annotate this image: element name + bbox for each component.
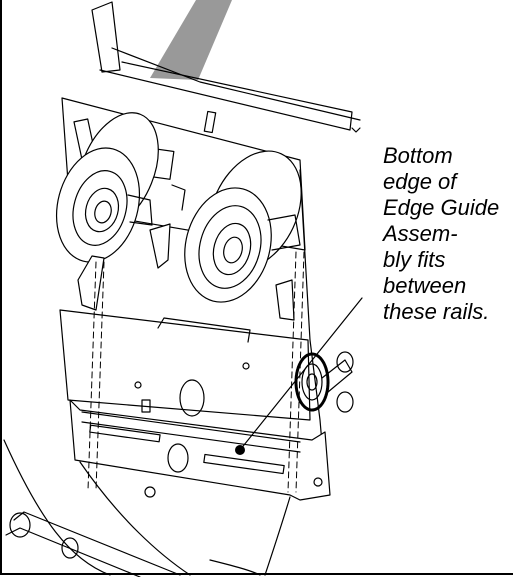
left-rail-tab (77, 255, 105, 311)
alignment-dashes (87, 251, 305, 493)
callout-line: bly fits (383, 247, 446, 272)
callout-line: Assem- (383, 221, 458, 246)
platen-hole (167, 443, 189, 473)
callout-text: Bottom edge of Edge Guide Assem- bly fit… (383, 143, 515, 325)
platen-bed (69, 399, 331, 501)
right-spindle (184, 150, 302, 303)
front-roller (5, 511, 181, 577)
top-frame-edge (91, 1, 121, 73)
callout-line: edge of (383, 169, 457, 194)
callout-line: these rails. (383, 299, 490, 324)
center-rail-tab (149, 223, 171, 269)
top-grey-strip (150, 0, 232, 80)
right-rail-tab (275, 279, 295, 321)
callout-leader-line (239, 297, 363, 451)
callout-line: Edge Guide (383, 195, 500, 220)
curved-front-guide (3, 439, 111, 576)
callout-line: between (383, 273, 467, 298)
drive-gear (294, 351, 354, 413)
left-spindle (55, 112, 159, 263)
front-plate-hole (179, 379, 205, 417)
callout-leader-dot (235, 445, 245, 455)
front-plate (59, 309, 311, 421)
callout-line: Bottom (383, 143, 453, 168)
